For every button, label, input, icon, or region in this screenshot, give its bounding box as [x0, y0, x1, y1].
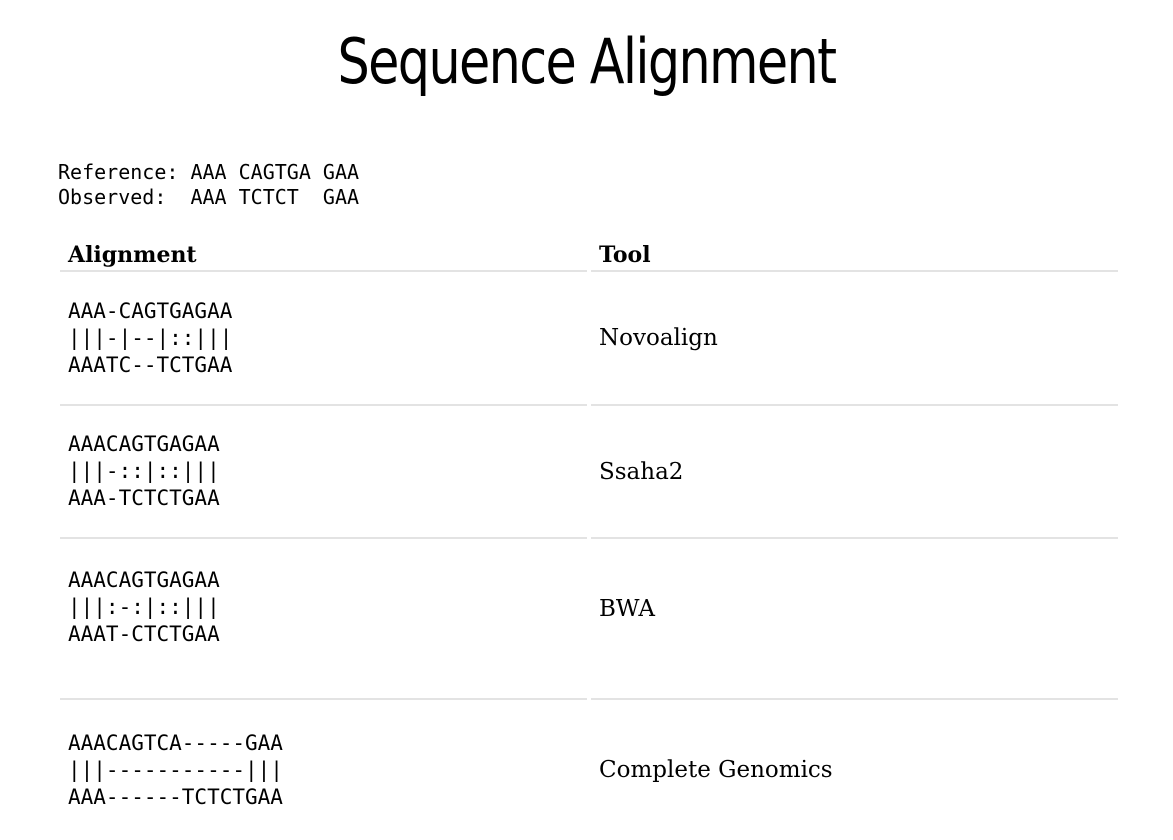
alignment-cell: AAACAGTCA-----GAA |||-----------||| AAA-… — [60, 700, 587, 840]
aligned-reference-line: AAACAGTGAGAA — [68, 568, 220, 592]
table-row: AAACAGTGAGAA |||:-:|::||| AAAT-CTCTGAA B… — [60, 539, 1118, 700]
tool-cell: Novoalign — [591, 272, 1118, 406]
match-line: |||-::|::||| — [68, 459, 220, 483]
alignment-cell: AAA-CAGTGAGAA |||-|--|::||| AAATC--TCTGA… — [60, 272, 587, 406]
table-row: AAA-CAGTGAGAA |||-|--|::||| AAATC--TCTGA… — [60, 272, 1118, 406]
reference-sequence: Reference: AAA CAGTGA GAA — [58, 160, 360, 184]
match-line: |||-|--|::||| — [68, 325, 233, 350]
column-header-alignment: Alignment — [60, 238, 587, 272]
tool-cell: Complete Genomics — [599, 757, 833, 783]
aligned-reference-line: AAACAGTCA-----GAA — [68, 730, 283, 755]
match-line: |||:-:|::||| — [68, 595, 220, 619]
observed-sequence: Observed: AAA TCTCT GAA — [58, 185, 360, 209]
aligned-reference-line: AAA-CAGTGAGAA — [68, 298, 233, 323]
aligned-observed-line: AAATC--TCTGAA — [68, 352, 233, 377]
tool-cell: BWA — [591, 539, 1118, 700]
aligned-observed-line: AAA------TCTCTGAA — [68, 784, 283, 809]
table-row: AAACAGTGAGAA |||-::|::||| AAA-TCTCTGAA S… — [60, 406, 1118, 539]
alignment-cell: AAACAGTGAGAA |||-::|::||| AAA-TCTCTGAA — [60, 406, 587, 539]
alignment-table: Alignment Tool AAA-CAGTGAGAA |||-|--|::|… — [60, 238, 1118, 840]
sequence-comparison: Reference: AAA CAGTGA GAA Observed: AAA … — [58, 160, 359, 210]
alignment-text: AAACAGTGAGAA |||:-:|::||| AAAT-CTCTGAA — [68, 567, 220, 648]
match-line: |||-----------||| — [68, 757, 283, 782]
alignment-text: AAACAGTGAGAA |||-::|::||| AAA-TCTCTGAA — [68, 431, 220, 512]
page-title: Sequence Alignment — [337, 25, 838, 98]
table-row: AAACAGTCA-----GAA |||-----------||| AAA-… — [60, 700, 1118, 840]
alignment-text: AAA-CAGTGAGAA |||-|--|::||| AAATC--TCTGA… — [68, 298, 232, 379]
column-header-tool: Tool — [591, 238, 1118, 272]
tool-cell: Ssaha2 — [591, 406, 1118, 539]
table-header-row: Alignment Tool — [60, 238, 1118, 272]
alignment-text: AAACAGTCA-----GAA |||-----------||| AAA-… — [68, 730, 283, 811]
aligned-observed-line: AAA-TCTCTGAA — [68, 486, 220, 510]
aligned-reference-line: AAACAGTGAGAA — [68, 432, 220, 456]
alignment-cell: AAACAGTGAGAA |||:-:|::||| AAAT-CTCTGAA — [60, 539, 587, 700]
aligned-observed-line: AAAT-CTCTGAA — [68, 622, 220, 646]
